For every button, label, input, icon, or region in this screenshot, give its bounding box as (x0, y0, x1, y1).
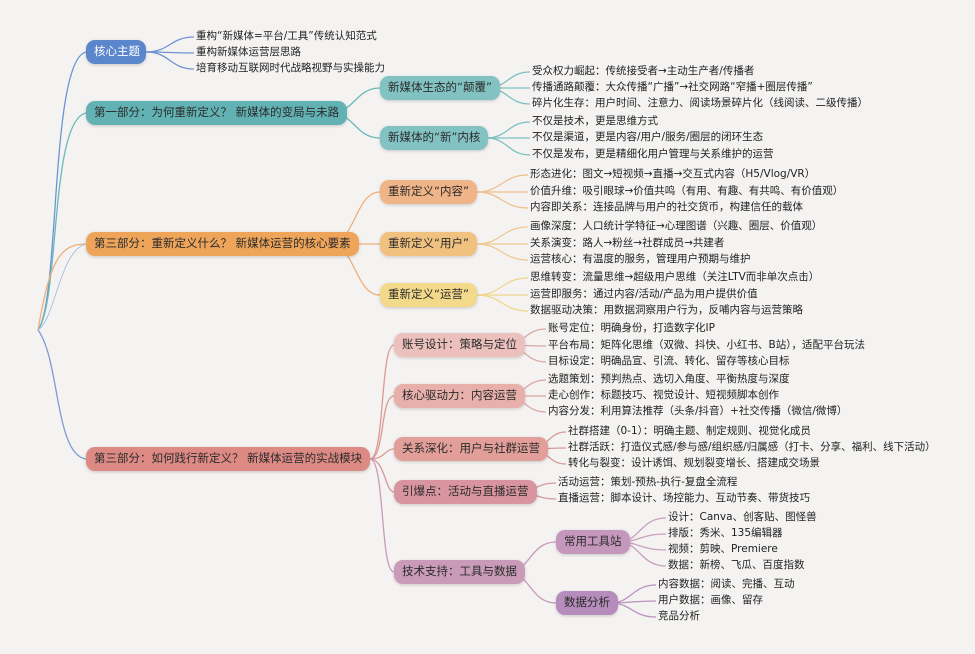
part3-child-node[interactable]: 技术支持：工具与数据 (394, 560, 525, 584)
part2-item: 运营核心：有温度的服务，管理用户预期与维护 (530, 253, 751, 265)
tools-item: 数据：新榜、飞瓜、百度指数 (668, 559, 805, 571)
core-item: 重构“新媒体=平台/工具”传统认知范式 (196, 30, 377, 42)
tools-item: 视频：剪映、Premiere (668, 543, 778, 555)
part2-item: 思维转变：流量思维→超级用户思维（关注LTV而非单次点击） (530, 271, 820, 283)
part2-node[interactable]: 第三部分：重新定义什么？ 新媒体运营的核心要素 (86, 232, 359, 256)
part3-item: 活动运营：策划-预热-执行-复盘全流程 (558, 476, 738, 488)
part3-node[interactable]: 第三部分：如何践行新定义？ 新媒体运营的实战模块 (86, 447, 371, 471)
part1-item: 碎片化生存：用户时间、注意力、阅读场景碎片化（线阅读、二级传播） (532, 97, 868, 109)
part2-child-node[interactable]: 重新定义“用户” (380, 232, 477, 256)
part2-child-node[interactable]: 重新定义“内容” (380, 180, 477, 204)
tools-node[interactable]: 常用工具站 (556, 530, 630, 554)
core-item: 培育移动互联网时代战略视野与实操能力 (196, 62, 385, 74)
data-analysis-node[interactable]: 数据分析 (556, 591, 618, 615)
data-item: 内容数据：阅读、完播、互动 (658, 578, 795, 590)
part1-child-node[interactable]: 新媒体生态的“颠覆” (380, 76, 500, 100)
part2-item: 内容即关系：连接品牌与用户的社交货币，构建信任的载体 (530, 201, 803, 213)
part3-child-node[interactable]: 账号设计：策略与定位 (394, 333, 525, 357)
part3-item: 选题策划：预判热点、选切入角度、平衡热度与深度 (548, 373, 790, 385)
tools-item: 设计：Canva、创客贴、图怪兽 (668, 511, 817, 523)
part1-node[interactable]: 第一部分：为何重新定义？ 新媒体的变局与未路 (86, 101, 348, 125)
part1-item: 不仅是渠道，更是内容/用户/服务/圈层的闭环生态 (532, 131, 764, 143)
part1-item: 受众权力崛起：传统接受者→主动生产者/传播者 (532, 65, 755, 77)
part3-child-node[interactable]: 关系深化：用户与社群运营 (394, 437, 548, 461)
part3-item: 社群搭建（0-1）：明确主题、制定规则、视觉化成员 (568, 425, 811, 437)
core-item: 重构新媒体运营层思路 (196, 46, 301, 58)
part3-child-node[interactable]: 引爆点：活动与直播运营 (394, 480, 537, 504)
core-theme-node[interactable]: 核心主题 (86, 40, 146, 64)
part3-item: 内容分发：利用算法推荐（头条/抖音）+社交传播（微信/微博） (548, 405, 848, 417)
part1-item: 不仅是技术，更是思维方式 (532, 115, 658, 127)
part2-item: 关系演变：路人→粉丝→社群成员→共建者 (530, 237, 725, 249)
tools-item: 排版：秀米、135编辑器 (668, 527, 783, 539)
part3-item: 目标设定：明确品宣、引流、转化、留存等核心目标 (548, 355, 790, 367)
part3-item: 平台布局：矩阵化思维（双微、抖快、小红书、B站），适配平台玩法 (548, 339, 865, 351)
part2-item: 形态进化：图文→短视频→直播→交互式内容（H5/Vlog/VR） (530, 168, 816, 180)
part3-item: 社群活跃：打造仪式感/参与感/组织感/归属感（打卡、分享、福利、线下活动） (568, 441, 936, 453)
data-item: 竞品分析 (658, 610, 700, 622)
data-item: 用户数据：画像、留存 (658, 594, 763, 606)
part1-item: 不仅是发布，更是精细化用户管理与关系维护的运营 (532, 148, 774, 160)
part3-item: 账号定位：明确身份，打造数字化IP (548, 322, 715, 334)
part3-child-node[interactable]: 核心驱动力：内容运营 (394, 384, 525, 408)
part1-child-node[interactable]: 新媒体的“新”内核 (380, 126, 489, 150)
part2-item: 画像深度：人口统计学特征→心理图谱（兴趣、圈层、价值观） (530, 220, 823, 232)
part2-item: 价值升维：吸引眼球→价值共鸣（有用、有趣、有共鸣、有价值观） (530, 185, 844, 197)
part3-item: 走心创作：标题技巧、视觉设计、短视频脚本创作 (548, 389, 779, 401)
part1-item: 传播通路颠覆：大众传播“广播”→社交网路“窄播+圈层传播” (532, 81, 813, 93)
part2-child-node[interactable]: 重新定义“运营” (380, 283, 477, 307)
part2-item: 运营即服务：通过内容/活动/产品为用户提供价值 (530, 288, 758, 300)
part3-item: 转化与裂变：设计诱饵、规划裂变增长、搭建成交场景 (568, 457, 820, 469)
part3-item: 直播运营：脚本设计、场控能力、互动节奏、带货技巧 (558, 492, 810, 504)
part2-item: 数据驱动决策：用数据洞察用户行为，反哺内容与运营策略 (530, 304, 803, 316)
